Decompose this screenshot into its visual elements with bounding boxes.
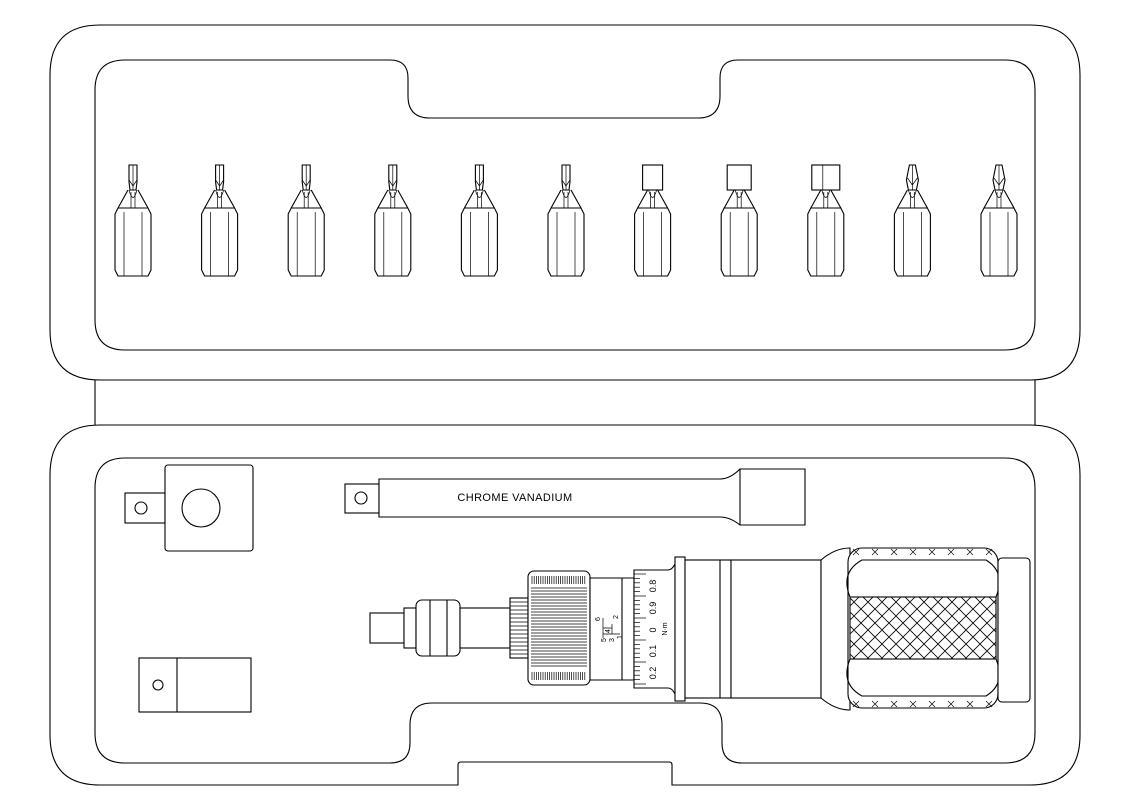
vernier-label: 5 [601,638,608,642]
bit-row [114,164,1018,277]
vernier-label: 1 [617,635,624,639]
bit-10[interactable] [893,164,931,277]
vernier-label: 4 [605,629,612,633]
bit-4[interactable] [374,164,412,277]
vernier-label: 2 [613,615,620,619]
extension-bar-label: CHROME VANADIUM [457,492,572,504]
bit-3[interactable] [287,164,325,277]
bit-8[interactable] [720,164,758,277]
bit-1[interactable] [114,164,152,277]
scale-label: 0.2 [648,667,658,680]
bit-6[interactable] [547,164,585,277]
vernier-label: 3 [609,638,616,642]
bit-9[interactable] [807,164,845,277]
extension-bar[interactable]: CHROME VANADIUM [344,468,806,526]
scale-label: 0 [648,627,658,632]
case-lid [49,24,1081,381]
case-hinge [94,380,1036,425]
vernier-label: 6 [595,617,602,621]
drive-adapter[interactable] [124,464,254,552]
scale-label: 0.1 [648,645,658,658]
tool-tray [94,457,1036,764]
bit-11[interactable] [980,164,1018,277]
bit-tray [94,59,1036,351]
torque-screwdriver[interactable]: 0.8 0.9 0 0.1 0.2 6 5 4 3 2 1 N·m [369,547,1031,711]
scale-label: 0.8 [648,580,658,593]
bit-holder[interactable] [138,657,252,713]
bit-7[interactable] [634,164,672,277]
scale-label: 0.9 [648,602,658,615]
bit-2[interactable] [201,164,239,277]
case-base [49,424,1081,786]
unit-label: N·m [662,622,669,635]
bit-5[interactable] [460,164,498,277]
